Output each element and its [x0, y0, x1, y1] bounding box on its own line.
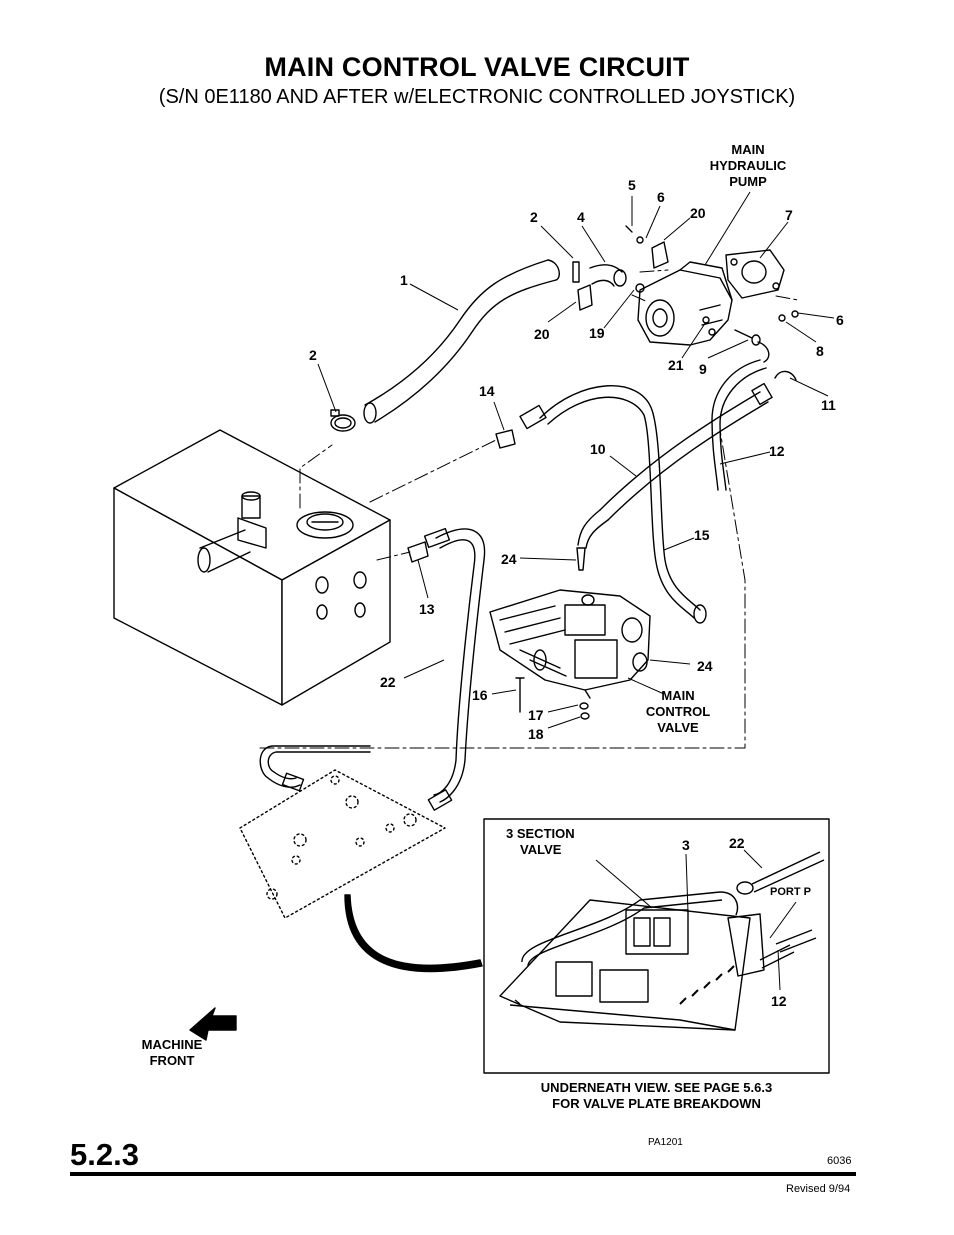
callout-17: 17: [528, 707, 544, 723]
callout-15: 15: [694, 527, 710, 543]
callout-8: 8: [816, 343, 824, 359]
fittings-pump: [572, 225, 799, 381]
callout-16: 16: [472, 687, 488, 703]
hydraulic-tank: [113, 429, 391, 706]
callout-6: 6: [657, 189, 665, 205]
page-title: MAIN CONTROL VALVE CIRCUIT: [264, 52, 690, 82]
case-drain-tube: [711, 359, 767, 491]
callout-20: 20: [534, 326, 550, 342]
main-hydraulic-pump: [637, 261, 733, 346]
supply-hose: [259, 527, 486, 811]
machine-front-arrow: [189, 1007, 237, 1041]
valve-plate: [239, 769, 446, 919]
footer-rule: [70, 1172, 856, 1176]
return-hose: [577, 382, 773, 549]
callout-22: 22: [729, 835, 745, 851]
suction-hose: [363, 259, 560, 424]
hose-clamp: [330, 409, 356, 432]
callout-12: 12: [771, 993, 787, 1009]
callout-9: 9: [699, 361, 707, 377]
page-subtitle: (S/N 0E1180 AND AFTER w/ELECTRONIC CONTR…: [158, 86, 796, 108]
callout-20: 20: [690, 205, 706, 221]
callout-6: 6: [836, 312, 844, 328]
callout-1: 1: [400, 272, 408, 288]
callout-18: 18: [528, 726, 544, 742]
tank-fittings: [407, 429, 516, 563]
figure-id: PA1201: [648, 1137, 683, 1148]
view-arrow: [344, 894, 483, 973]
page-number: 5.2.3: [70, 1137, 139, 1172]
callout-2: 2: [309, 347, 317, 363]
main-control-valve: [489, 547, 651, 720]
callout-12: 12: [769, 443, 785, 459]
callout-13: 13: [419, 601, 435, 617]
suction-elbow: [589, 264, 627, 287]
callout-4: 4: [577, 209, 585, 225]
callout-10: 10: [590, 441, 606, 457]
callout-19: 19: [589, 325, 605, 341]
callout-22: 22: [380, 674, 396, 690]
callout-2: 2: [530, 209, 538, 225]
port-p-label: PORT P: [770, 886, 811, 898]
callout-14: 14: [479, 383, 495, 399]
callout-5: 5: [628, 177, 636, 193]
callout-3: 3: [682, 837, 690, 853]
underneath-view-inset: [483, 818, 830, 1074]
revision-date: Revised 9/94: [786, 1183, 851, 1195]
doc-number: 6036: [827, 1155, 852, 1167]
pressure-hose: [519, 385, 707, 624]
pump-gasket: [725, 249, 785, 299]
callout-11: 11: [821, 397, 836, 413]
callout-24: 24: [501, 551, 517, 567]
callout-24: 24: [697, 658, 713, 674]
callout-21: 21: [668, 357, 684, 373]
callout-7: 7: [785, 207, 793, 223]
